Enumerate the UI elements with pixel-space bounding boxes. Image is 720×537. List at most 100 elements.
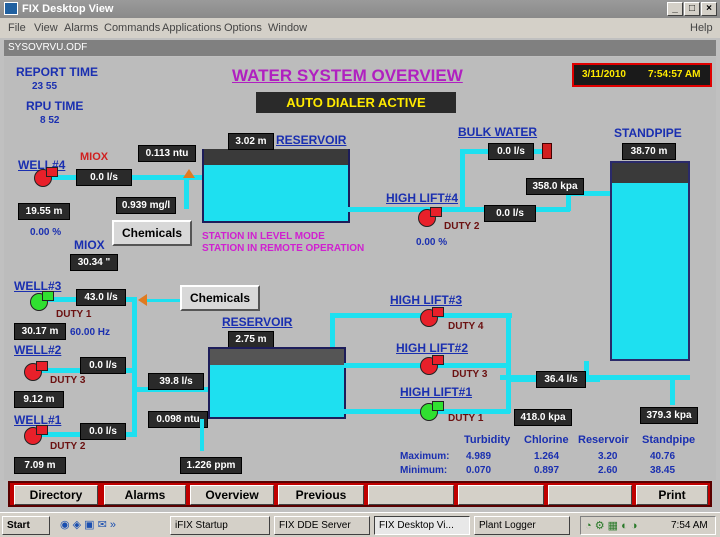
summary-max-standpipe: 40.76 [650,451,676,462]
bulk-water-link[interactable]: BULK WATER [458,125,538,139]
menu-commands[interactable]: Commands [104,22,161,34]
standpipe-pressure: 379.3 kpa [640,407,698,424]
highlift3-duty: DUTY 4 [448,321,484,332]
summary-header-turbidity: Turbidity [464,434,511,446]
highlift3-pump-icon[interactable] [420,307,444,327]
nav-overview-button[interactable]: Overview [190,485,274,505]
nav-alarms-button[interactable]: Alarms [104,485,186,505]
nav-print-button[interactable]: Print [636,485,708,505]
system-tray: ◔ ⚙ ▦ ◐ ◑ 7:54 AM [580,516,716,535]
well1-link[interactable]: WELL#1 [14,413,62,427]
well1-pump-icon[interactable] [24,425,48,445]
menu-bar: File View Alarms Commands Applications O… [0,18,720,38]
task-fix-dde-server[interactable]: FIX DDE Server [274,516,370,535]
highlift3-link[interactable]: HIGH LIFT#3 [390,293,463,307]
well4-pct: 0.00 % [30,227,62,238]
reservoir-top-link[interactable]: RESERVOIR [276,133,347,147]
highlift4-pressure: 358.0 kpa [526,178,584,195]
well3-level: 30.17 m [14,323,66,340]
menu-applications[interactable]: Applications [162,22,222,34]
reservoir-low-ppm: 1.226 ppm [180,457,242,474]
nav-blank-button-2[interactable] [458,485,544,505]
well3-duty: DUTY 1 [56,309,92,320]
summary-min-standpipe: 38.45 [650,465,676,476]
highlift4-pump-icon[interactable] [418,207,442,227]
app-icon [4,2,18,15]
tray-icons[interactable]: ◔ ⚙ ▦ ◐ ◑ [585,520,638,532]
close-button[interactable]: × [701,2,717,16]
standpipe-feed-top [566,191,610,196]
reservoir-low-headspace [210,349,344,365]
reservoir-low-level: 2.75 m [228,331,274,348]
well3-flow: 43.0 l/s [76,289,126,306]
menu-file[interactable]: File [8,22,26,34]
chem-mid-line [144,299,184,302]
standpipe-out-riser [670,375,675,405]
highlift2-pump-icon[interactable] [420,355,444,375]
highlift2-link[interactable]: HIGH LIFT#2 [396,341,469,355]
tray-clock: 7:54 AM [671,520,708,531]
quick-launch-icons[interactable]: ◉ ◈ ▣ ✉ » [60,519,117,531]
well4-level: 19.55 m [18,203,70,220]
highlift1-duty: DUTY 1 [448,413,484,424]
maximize-button[interactable]: □ [684,2,700,16]
hl-discharge-header [506,313,511,413]
highlift4-link[interactable]: HIGH LIFT#4 [386,191,459,205]
chemicals-top-button[interactable]: Chemicals [112,220,192,246]
miox-label[interactable]: MIOX [74,238,105,252]
highlift2-duty: DUTY 3 [452,369,488,380]
bulk-water-riser [460,149,465,209]
taskbar: Start ◉ ◈ ▣ ✉ » iFIX Startup FIX DDE Ser… [0,512,720,537]
nav-bar: Directory Alarms Overview Previous Print [8,481,712,507]
highlift4-flow: 0.0 l/s [484,205,536,222]
summary-max-turbidity: 4.989 [466,451,492,462]
rpu-time-value: 8 52 [40,115,60,126]
task-ifix-startup[interactable]: iFIX Startup [170,516,270,535]
reservoir-low-link[interactable]: RESERVOIR [222,315,293,329]
highlift1-pump-icon[interactable] [420,401,444,421]
document-path: SYSOVRVU.ODF [4,40,716,56]
highlift4-pct: 0.00 % [416,237,448,248]
well3-pump-icon[interactable] [30,291,54,311]
task-fix-desktop-view[interactable]: FIX Desktop Vi... [374,516,470,535]
nav-previous-button[interactable]: Previous [278,485,364,505]
rpu-time-label: RPU TIME [26,99,84,113]
highlift1-link[interactable]: HIGH LIFT#1 [400,385,473,399]
well1-duty: DUTY 2 [50,441,86,452]
menu-help[interactable]: Help [690,22,713,34]
well4-pump-icon[interactable] [34,167,58,187]
standpipe-label: STANDPIPE [614,126,682,140]
chem-feed-line [184,175,189,209]
task-plant-logger[interactable]: Plant Logger [474,516,570,535]
well1-flow: 0.0 l/s [80,423,126,440]
nav-directory-button[interactable]: Directory [14,485,98,505]
auto-dialer-banner: AUTO DIALER ACTIVE [256,92,456,113]
minimize-button[interactable]: _ [667,2,683,16]
well3-link[interactable]: WELL#3 [14,279,62,293]
report-time-label: REPORT TIME [16,65,99,79]
menu-alarms[interactable]: Alarms [64,22,99,34]
standpipe-level: 38.70 m [622,143,676,160]
bulk-water-valve-icon[interactable] [542,143,552,159]
reservoir-low-ntu: 0.098 ntu [148,411,208,428]
well2-link[interactable]: WELL#2 [14,343,62,357]
summary-max-label: Maximum: [400,451,450,462]
summary-max-chlorine: 1.264 [534,451,560,462]
start-button[interactable]: Start [2,516,50,535]
ppm-feed-line [200,419,204,451]
menu-view[interactable]: View [34,22,58,34]
well2-pump-icon[interactable] [24,361,48,381]
station-mode-1: STATION IN LEVEL MODE [202,231,325,242]
miox-ntu: 0.113 ntu [138,145,196,162]
highlift4-duty: DUTY 2 [444,221,480,232]
miox-label-top: MIOX [80,151,109,163]
well4-flow: 0.0 l/s [76,169,132,186]
menu-window[interactable]: Window [268,22,308,34]
chemicals-mid-button[interactable]: Chemicals [180,285,260,311]
menu-options[interactable]: Options [224,22,262,34]
date-value: 3/11/2010 [582,69,626,80]
nav-blank-button-3[interactable] [548,485,632,505]
station-mode-2: STATION IN REMOTE OPERATION [202,243,365,254]
nav-blank-button-1[interactable] [368,485,454,505]
summary-header-standpipe: Standpipe [642,434,696,446]
